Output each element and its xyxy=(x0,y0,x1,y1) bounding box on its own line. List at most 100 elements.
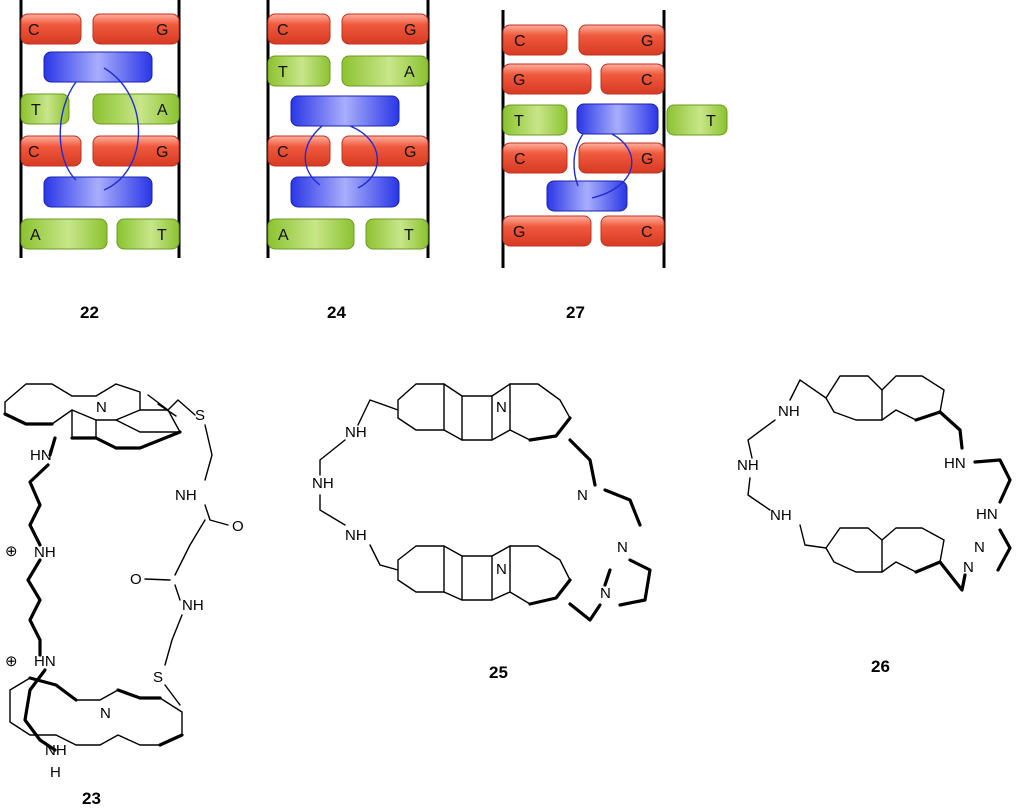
chain-bond xyxy=(938,410,964,450)
intercalator-block xyxy=(43,51,153,83)
base-block xyxy=(20,13,82,45)
naphthalene-front-edge xyxy=(914,410,942,422)
acridine-front-edge xyxy=(3,412,182,450)
compound-label: 24 xyxy=(327,303,346,322)
base-block xyxy=(267,135,331,167)
charge-label: ⊕ xyxy=(5,653,18,670)
chain-bond xyxy=(357,399,399,426)
naphthalene-ring xyxy=(825,375,945,421)
base-block xyxy=(267,13,331,45)
base-block xyxy=(578,24,665,56)
base-block xyxy=(600,215,665,247)
chain-bond xyxy=(568,568,612,622)
linker-arc xyxy=(59,81,77,181)
compound-label: 22 xyxy=(80,303,99,322)
base-label: G xyxy=(513,224,525,241)
chain-bond xyxy=(26,558,42,657)
base-label: T xyxy=(31,102,41,119)
linker-arc xyxy=(573,133,584,187)
atom-label: NH xyxy=(770,507,792,524)
panel-22: C G T A C G A T 22 xyxy=(19,0,181,322)
chain-bond xyxy=(48,436,57,457)
chain-bond xyxy=(174,584,181,601)
base-label: G xyxy=(156,144,168,161)
base-block xyxy=(20,218,108,250)
base-block xyxy=(92,13,180,45)
atom-label: HN xyxy=(34,653,56,670)
chain-bond xyxy=(369,544,399,571)
linker-arc xyxy=(349,125,379,189)
base-label: T xyxy=(278,64,288,81)
linker-arc xyxy=(304,125,323,186)
base-label: T xyxy=(514,113,524,130)
chain-bond xyxy=(747,477,771,511)
base-block xyxy=(502,63,592,95)
atom-label: N xyxy=(963,559,974,576)
base-label: G xyxy=(404,22,416,39)
base-block xyxy=(341,13,429,45)
chain-bond xyxy=(973,458,1012,504)
chain-bond xyxy=(23,668,57,752)
base-label: G xyxy=(404,144,416,161)
intercalator-block xyxy=(290,95,400,127)
base-label: G xyxy=(513,72,525,89)
charge-label: ⊕ xyxy=(5,543,18,560)
base-block xyxy=(578,142,665,174)
acridine-ring xyxy=(397,545,571,605)
base-block xyxy=(502,142,568,174)
acridine-ring xyxy=(147,394,177,417)
acridine-front-edge xyxy=(528,578,572,606)
acridine-front-edge xyxy=(528,416,572,442)
acridine-ring xyxy=(443,545,511,601)
atom-label: NH xyxy=(34,544,56,561)
base-label: C xyxy=(277,22,289,39)
atom-label: N xyxy=(100,705,111,722)
atom-label: S xyxy=(195,407,205,424)
base-label: C xyxy=(641,72,653,89)
base-block xyxy=(116,218,180,250)
atom-label: NH xyxy=(737,457,759,474)
chain-bond xyxy=(204,504,229,526)
atom-label: N xyxy=(600,585,611,602)
base-label: T xyxy=(404,227,414,244)
atom-label: HN xyxy=(30,447,52,464)
structure-26: NH NH NH HN HN N N 26 xyxy=(737,375,1012,676)
chain-bond xyxy=(167,399,196,416)
compound-label: 23 xyxy=(82,789,101,808)
chain-bond xyxy=(799,524,827,549)
base-label: T xyxy=(706,113,716,130)
atom-label: O xyxy=(232,518,244,535)
base-block xyxy=(20,135,82,167)
atom-label: N xyxy=(496,399,507,416)
naphthalene-ring xyxy=(825,527,945,573)
intercalator-block xyxy=(290,176,400,208)
atom-label: NH xyxy=(182,597,204,614)
chain-bond xyxy=(603,488,642,527)
base-block xyxy=(267,218,355,250)
linker-arc xyxy=(591,133,633,199)
structure-25: N N NH NH NH N N N 25 xyxy=(312,383,652,682)
atom-label: NH xyxy=(345,527,367,544)
base-label: C xyxy=(28,22,40,39)
chain-bond xyxy=(28,463,50,547)
compound-label: 26 xyxy=(871,657,890,676)
base-label: C xyxy=(28,144,40,161)
atom-label: H xyxy=(50,764,61,781)
base-block xyxy=(341,135,429,167)
acridine-ring xyxy=(397,383,571,441)
chain-bond xyxy=(747,419,776,459)
base-block xyxy=(267,55,331,87)
base-block xyxy=(600,63,665,95)
chain-bond xyxy=(174,519,206,576)
atom-label: NH xyxy=(778,403,800,420)
base-block xyxy=(502,104,568,136)
base-label: G xyxy=(641,151,653,168)
base-label: C xyxy=(514,33,526,50)
panel-24: C G T A C G A T 24 xyxy=(266,0,430,322)
chain-bond xyxy=(996,528,1012,572)
atom-label: HN xyxy=(944,455,966,472)
base-block xyxy=(20,93,70,125)
compound-label: 25 xyxy=(489,663,508,682)
atom-label: N xyxy=(496,561,507,578)
chain-bond xyxy=(618,558,652,607)
